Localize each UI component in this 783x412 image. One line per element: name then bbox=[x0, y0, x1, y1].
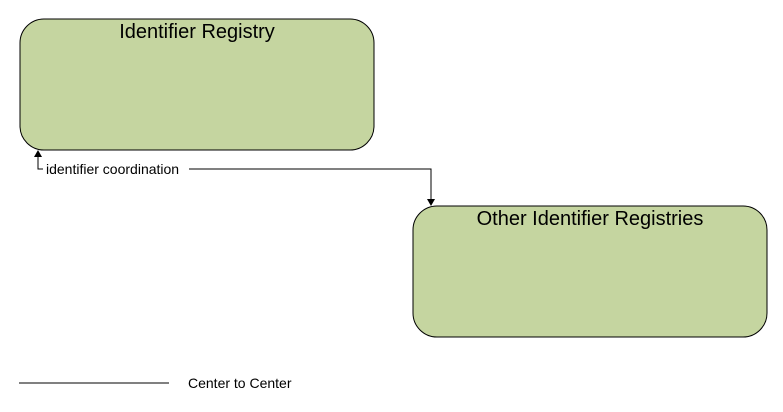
flow-identifier-coordination[interactable]: identifier coordination bbox=[34, 150, 435, 206]
node-identifier-registry-title: Identifier Registry bbox=[119, 21, 275, 43]
flow-label-background bbox=[43, 161, 189, 177]
node-identifier-registry-box bbox=[19, 18, 375, 151]
arrow-head-down bbox=[427, 199, 435, 206]
node-identifier-registry[interactable]: Identifier Registry bbox=[19, 18, 375, 151]
node-other-identifier-registries[interactable]: Other Identifier Registries bbox=[412, 205, 768, 338]
legend-label-center-to-center: Center to Center bbox=[188, 375, 292, 391]
node-other-identifier-registries-title: Other Identifier Registries bbox=[477, 208, 704, 230]
arrow-head-up bbox=[34, 150, 42, 157]
flow-label: identifier coordination bbox=[46, 161, 179, 177]
flow-line bbox=[37, 156, 432, 200]
legend: Center to Center bbox=[19, 375, 292, 391]
node-other-identifier-registries-box bbox=[412, 205, 768, 338]
